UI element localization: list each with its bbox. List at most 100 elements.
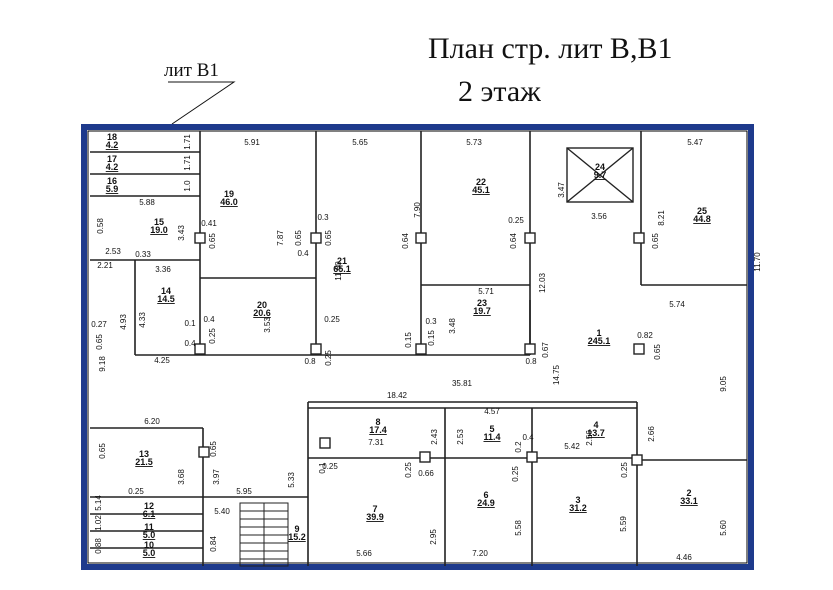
- room-number: 7: [372, 504, 377, 514]
- dimension-label: 0.25: [511, 466, 520, 482]
- staircase: [239, 502, 289, 567]
- dimension-label: 3.53: [263, 317, 272, 333]
- room-number: 10: [144, 540, 154, 550]
- dimension-label: 5.73: [466, 138, 482, 147]
- room-number: 22: [476, 177, 486, 187]
- dimension-label: 0.33: [135, 250, 151, 259]
- dimension-label: 5.40: [214, 507, 230, 516]
- dimension-label: 3.47: [557, 182, 566, 198]
- room-number: 14: [161, 286, 171, 296]
- lit-b1-label: лит В1: [164, 60, 219, 81]
- dimension-label: 0.64: [509, 233, 518, 249]
- room-number: 24: [595, 162, 605, 172]
- dimension-label: 3.68: [177, 469, 186, 485]
- dimension-label: 1.02: [94, 515, 103, 531]
- room-area: 11.4: [483, 432, 500, 442]
- dimension-label: 2.21: [97, 261, 113, 270]
- room-area: 5.0: [143, 548, 156, 558]
- room-number: 23: [477, 298, 487, 308]
- room-number: 12: [144, 501, 154, 511]
- dimension-label: 3.43: [177, 225, 186, 241]
- dimension-label: 0.25: [508, 216, 524, 225]
- dimension-label: 4.25: [154, 356, 170, 365]
- room-area: 46.0: [220, 197, 238, 207]
- dimension-label: 2.95: [429, 529, 438, 545]
- room-number: 13: [139, 449, 149, 459]
- dimension-label: 5.14: [94, 495, 103, 511]
- dimension-label: 5.88: [139, 198, 155, 207]
- dimension-label: 2.43: [430, 429, 439, 445]
- dimension-label: 5.91: [244, 138, 260, 147]
- dimension-label: 5.58: [514, 520, 523, 536]
- room-area: 6.1: [143, 509, 156, 519]
- dimension-label: 5.66: [356, 549, 372, 558]
- elevator-shaft: [566, 147, 634, 203]
- dimension-label: 0.25: [322, 462, 338, 471]
- room-area: 24.9: [477, 498, 495, 508]
- room-area: 15.2: [288, 532, 306, 542]
- dimension-label: 0.65: [653, 344, 662, 360]
- dimension-label: 0.25: [324, 350, 333, 366]
- dimension-label: 0.8: [304, 357, 316, 366]
- dimension-label: 0.65: [209, 441, 218, 457]
- room-area: 9.7: [594, 170, 607, 180]
- room-number: 20: [257, 300, 267, 310]
- room-area: 5.0: [143, 530, 156, 540]
- room-number: 5: [489, 424, 494, 434]
- room-area: 19.0: [150, 225, 168, 235]
- room-area: 245.1: [588, 336, 611, 346]
- dimension-label: 0.41: [201, 219, 217, 228]
- dimension-label: 18.42: [387, 391, 408, 400]
- outer-wall: [81, 124, 754, 570]
- dimension-label: 0.4: [297, 249, 309, 258]
- dimension-label: 4.93: [119, 314, 128, 330]
- dimension-label: 5.42: [564, 442, 580, 451]
- dimension-label: 2.66: [647, 426, 656, 442]
- dimension-label: 1.71: [183, 134, 192, 150]
- room-number: 16: [107, 176, 117, 186]
- dimension-label: 0.65: [651, 233, 660, 249]
- dimension-label: 0.65: [294, 230, 303, 246]
- dimension-label: 9.18: [98, 356, 107, 372]
- dimension-label: 0.65: [324, 230, 333, 246]
- dimension-label: 0.25: [620, 462, 629, 478]
- dimension-label: 9.05: [719, 376, 728, 392]
- dimension-label: 6.20: [144, 417, 160, 426]
- dimension-label: 0.3: [425, 317, 437, 326]
- room-area: 39.9: [366, 512, 384, 522]
- dimension-label: 7.20: [472, 549, 488, 558]
- room-number: 17: [107, 154, 117, 164]
- dimension-label: 4.46: [676, 553, 692, 562]
- dimension-label: 3.56: [591, 212, 607, 221]
- dimension-label: 0.88: [94, 538, 103, 554]
- room-number: 19: [224, 189, 234, 199]
- room-area: 44.8: [693, 214, 711, 224]
- room-number: 2: [686, 488, 691, 498]
- dimension-label: 0.4: [184, 339, 196, 348]
- dimension-label: 0.58: [96, 218, 105, 234]
- dimension-label: 0.1: [184, 319, 196, 328]
- dimension-label: 0.65: [98, 443, 107, 459]
- plan-floor-subtitle: 2 этаж: [458, 75, 541, 108]
- dimension-label: 11.60: [334, 261, 343, 281]
- room-area: 20.6: [253, 308, 271, 318]
- room-number: 21: [337, 256, 347, 266]
- dimension-label: 0.25: [208, 328, 217, 344]
- room-area: 4.2: [106, 140, 119, 150]
- room-area: 4.2: [106, 162, 119, 172]
- dimension-label: 2.56: [585, 430, 594, 446]
- room-number: 3: [575, 495, 580, 505]
- room-area: 17.4: [369, 425, 387, 435]
- dimension-label: 5.65: [352, 138, 368, 147]
- room-area: 33.1: [680, 496, 698, 506]
- dimension-label: 0.15: [404, 332, 413, 348]
- dimension-label: 0.4: [522, 433, 534, 442]
- dimension-label: 3.97: [212, 469, 221, 485]
- columns: [194, 232, 645, 466]
- dimension-label: 0.4: [203, 315, 215, 324]
- dimension-label: 0.1: [318, 462, 327, 474]
- room-area: 31.2: [569, 503, 587, 513]
- dimension-label: 5.33: [287, 472, 296, 488]
- room-area: 45.1: [472, 185, 490, 195]
